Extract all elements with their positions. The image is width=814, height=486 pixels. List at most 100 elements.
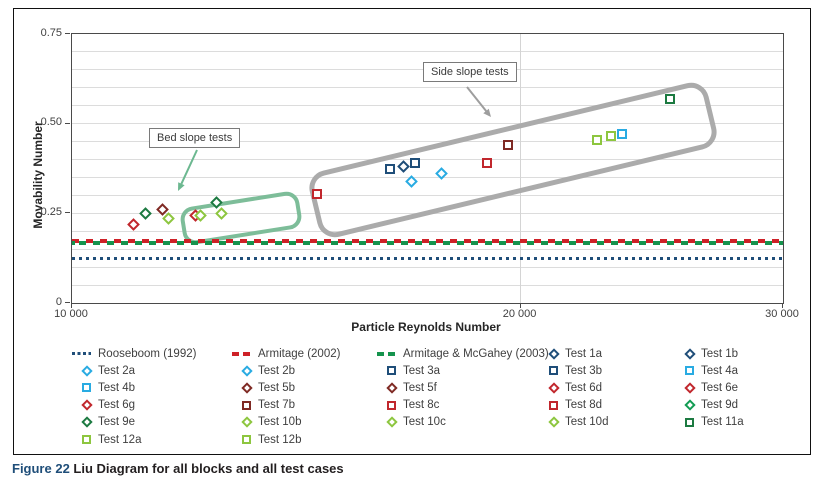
y-tick-mark [65,212,70,214]
legend-column: Rooseboom (1992) Test 2a Test 4b Test 6g Tes… [69,345,196,448]
legend-label: Test 1b [701,347,739,360]
legend-item: Test 3a [374,362,549,379]
legend: Rooseboom (1992) Test 2a Test 4b Test 6g Tes… [14,345,810,450]
x-tick-label: 20 000 [502,308,537,320]
diamond-marker-swatch [548,382,560,394]
diamond-marker-swatch [81,399,93,411]
square-marker-swatch [685,366,694,376]
legend-label: Test 2b [258,364,296,377]
legend-label: Test 10c [403,416,446,429]
diamond-marker-swatch [684,399,696,411]
legend-label: Test 6g [98,399,136,412]
diamond-marker-swatch [548,416,560,429]
data-point [606,131,617,142]
legend-marker [374,416,398,429]
legend-marker [229,365,253,377]
gridline-horizontal [72,159,783,161]
gridline-horizontal [72,230,783,232]
square-marker-swatch [549,366,558,376]
legend-item: Test 6e [672,379,744,396]
gridline-vertical [520,34,522,303]
legend-marker [672,347,696,360]
legend-marker [69,383,91,393]
x-axis-title: Particle Reynolds Number [351,320,501,334]
square-marker-swatch [82,383,91,393]
legend-item: Test 9e [69,414,196,431]
square-marker-swatch [685,417,694,427]
legend-marker [374,382,398,394]
legend-item: Test 1a [536,345,608,362]
legend-marker [374,366,396,376]
legend-label: Test 6e [701,381,739,394]
figure-border: Movability Number Particle Reynolds Numb… [13,8,811,455]
gridline-horizontal [72,248,783,250]
legend-marker [672,399,696,411]
legend-marker [536,416,560,429]
legend-item: Test 5b [229,379,340,396]
legend-item: Test 11a [672,414,744,431]
gridline-horizontal [72,266,783,268]
legend-item: Test 3b [536,362,608,379]
legend-label: Test 8d [565,399,603,412]
legend-marker [536,382,560,394]
legend-marker [229,435,251,445]
diamond-marker-swatch [386,382,398,394]
figure-caption-number: Figure 22 [12,461,70,476]
legend-item: Test 6d [536,379,608,396]
square-marker-swatch [549,400,558,410]
legend-marker [229,351,251,356]
gridline-horizontal [72,194,783,196]
y-tick-label: 0.75 [40,26,62,39]
legend-label: Armitage & McGahey (2003) [403,347,549,360]
legend-label: Test 4b [98,381,136,394]
y-tick-mark [65,122,70,124]
square-marker-swatch [242,400,251,410]
y-tick-label: 0.50 [40,116,62,129]
legend-label: Test 12b [258,433,302,446]
data-point [138,206,152,220]
legend-label: Test 6d [565,381,603,394]
diamond-marker-swatch [81,416,93,429]
dashed-line-swatch [232,351,251,356]
legend-item: Test 10c [374,414,549,431]
legend-label: Test 11a [701,416,744,429]
gridline-horizontal [72,176,783,178]
x-tick-label: 30 000 [765,308,799,320]
diamond-marker-swatch [386,416,398,429]
legend-marker [536,400,558,410]
data-point [502,140,513,151]
diamond-marker-swatch [241,382,253,394]
x-tick-label: 10 000 [54,308,88,320]
legend-label: Test 7b [258,399,296,412]
diamond-marker-swatch [81,365,93,377]
legend-label: Test 5b [258,381,296,394]
x-tick-mark [782,303,783,308]
legend-label: Armitage (2002) [258,347,341,360]
x-tick-mark [71,303,72,308]
y-tick-mark [65,302,70,303]
legend-item: Test 4a [672,362,744,379]
y-tick-label: 0 [55,295,62,308]
legend-marker [374,400,396,410]
legend-label: Test 2a [98,364,136,377]
y-tick-mark [65,33,70,34]
gridline-horizontal [72,87,783,89]
legend-item: Test 10d [536,414,608,431]
data-point [311,188,322,199]
legend-item: Test 5f [374,379,549,396]
legend-item: Test 7b [229,397,340,414]
legend-item: Test 8c [374,397,549,414]
legend-label: Test 4a [701,364,739,377]
legend-marker [69,435,91,445]
gridline-horizontal [72,141,783,143]
legend-item: Armitage (2002) [229,345,340,362]
legend-item: Rooseboom (1992) [69,345,196,362]
legend-label: Test 3b [565,364,603,377]
data-point [665,93,676,104]
side-slope-callout: Side slope tests [423,62,517,82]
legend-marker [69,352,91,356]
data-point [127,217,141,231]
